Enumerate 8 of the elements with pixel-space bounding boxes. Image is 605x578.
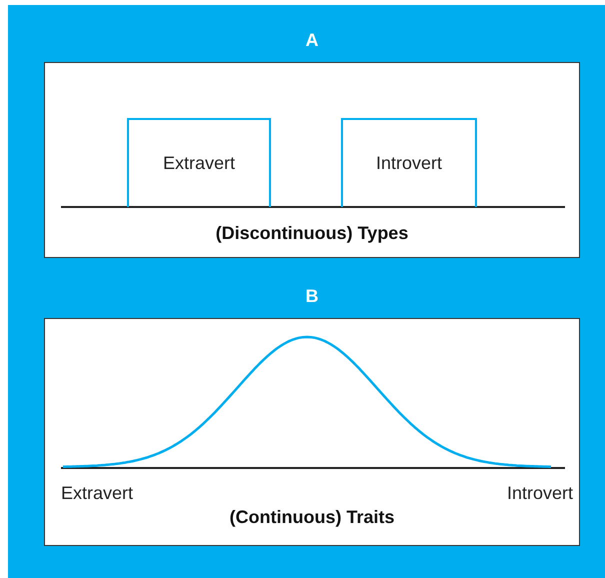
panel-heading: A <box>304 30 320 51</box>
panel-heading: B <box>304 286 320 307</box>
type-bar: Introvert <box>341 118 477 207</box>
panel-caption: (Continuous) Traits <box>228 507 396 528</box>
panel-caption: (Discontinuous) Types <box>214 223 410 244</box>
axis-label: Introvert <box>506 483 573 504</box>
axis-label: Extravert <box>61 483 134 504</box>
type-bar: Extravert <box>127 118 271 207</box>
